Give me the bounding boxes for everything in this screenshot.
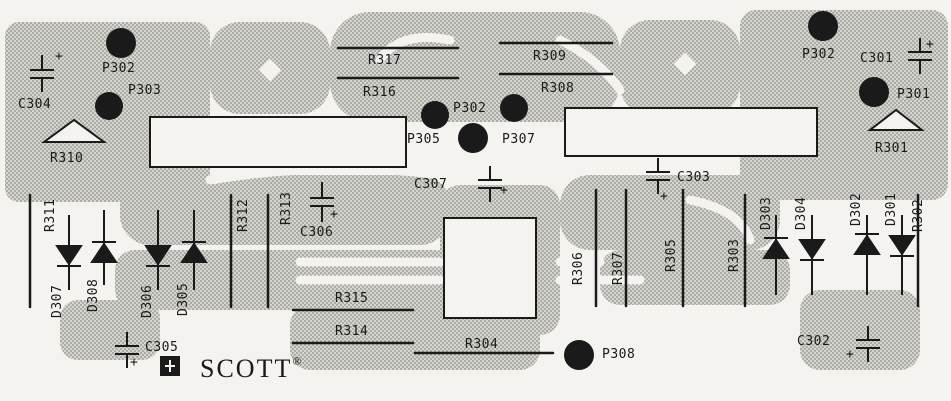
diode-symbols (55, 233, 916, 267)
diode-label-d306: D306 (140, 285, 155, 318)
capacitor-c302 (856, 326, 880, 362)
pad-label-p302-center: P302 (453, 101, 486, 116)
resistor-label-r315: R315 (335, 291, 368, 306)
diode-label-d302: D302 (849, 193, 864, 226)
capacitor-label-c301: C301 (860, 51, 893, 66)
capacitor-label-c302: C302 (797, 334, 830, 349)
resistor-label-r317: R317 (368, 53, 401, 68)
resistor-label-r304: R304 (465, 337, 498, 352)
component-outlines (149, 107, 818, 319)
pad-p307-top (500, 94, 528, 122)
resistor-label-r307: R307 (611, 252, 626, 285)
diode-label-d308: D308 (86, 279, 101, 312)
solder-pads (95, 11, 889, 370)
diode-d304 (798, 239, 826, 260)
trimmer-symbols (40, 108, 925, 143)
trimmer-r310 (40, 118, 108, 143)
resistor-label-r305: R305 (664, 239, 679, 272)
svg-text:+: + (330, 207, 338, 222)
diode-d303 (762, 238, 790, 259)
pad-label-p307: P307 (502, 132, 535, 147)
pad-p302-left (106, 28, 136, 58)
capacitor-c303 (646, 158, 670, 194)
diode-d306 (144, 245, 172, 266)
resistor-label-r302: R302 (911, 199, 926, 232)
polarity-marks: + + + + + + + (55, 37, 934, 370)
resistor-label-r311: R311 (43, 199, 58, 232)
resistor-bars (28, 41, 920, 355)
pad-label-p302-right: P302 (802, 47, 835, 62)
capacitor-c304 (30, 55, 54, 92)
diode-label-d305: D305 (176, 283, 191, 316)
resistor-label-r303: R303 (727, 239, 742, 272)
capacitor-label-c304: C304 (18, 97, 51, 112)
pad-p301 (859, 77, 889, 107)
brand-logo: SCOTT® (160, 354, 303, 383)
diode-d302 (853, 234, 881, 255)
resistor-label-r309: R309 (533, 49, 566, 64)
capacitor-label-c306: C306 (300, 225, 333, 240)
pad-p302-right (808, 11, 838, 41)
resistor-label-r313: R313 (279, 192, 294, 225)
pad-label-p308: P308 (602, 347, 635, 362)
diode-d308 (90, 242, 118, 263)
capacitor-c305 (115, 332, 139, 368)
pad-p305 (458, 123, 488, 153)
svg-text:+: + (660, 189, 668, 204)
diode-label-d301: D301 (884, 193, 899, 226)
capacitor-label-c303: C303 (677, 170, 710, 185)
trimmer-r301 (867, 108, 925, 131)
svg-text:+: + (846, 347, 854, 362)
resistor-label-r314: R314 (335, 324, 368, 339)
vertical-labels: R311 R312 R313 R306 R307 R305 R303 R302 … (43, 192, 926, 318)
svg-text:+: + (55, 49, 63, 64)
pad-p308 (564, 340, 594, 370)
pad-p303 (95, 92, 123, 120)
resistor-label-r308: R308 (541, 81, 574, 96)
brand-name: SCOTT (200, 354, 292, 383)
diode-d305 (180, 242, 208, 263)
diode-label-d303: D303 (759, 197, 774, 230)
svg-text:+: + (500, 183, 508, 198)
pad-label-p302-left: P302 (102, 61, 135, 76)
diode-label-d304: D304 (794, 197, 809, 230)
resistor-label-r306: R306 (571, 252, 586, 285)
brand-mark: ® (292, 354, 303, 368)
pad-p302-center-left (421, 101, 449, 129)
diode-d307 (55, 245, 83, 266)
pad-label-p301: P301 (897, 87, 930, 102)
diode-label-d307: D307 (50, 285, 65, 318)
capacitor-c307 (478, 166, 502, 202)
svg-text:+: + (926, 37, 934, 52)
capacitor-c306 (310, 182, 334, 222)
capacitor-symbols (30, 38, 932, 368)
pad-label-p305: P305 (407, 132, 440, 147)
svg-text:SCOTT®: SCOTT® (200, 354, 303, 383)
horizontal-labels: P302 P303 P302 P305 P307 P302 P301 P308 … (18, 47, 930, 362)
resistor-label-r301: R301 (875, 141, 908, 156)
capacitor-c301 (908, 38, 932, 74)
resistor-label-r312: R312 (236, 199, 251, 232)
capacitor-label-c307: C307 (414, 177, 447, 192)
resistor-label-r310: R310 (50, 151, 83, 166)
svg-text:+: + (130, 355, 138, 370)
diode-d301 (888, 235, 916, 256)
pad-label-p303: P303 (128, 83, 161, 98)
capacitor-label-c305: C305 (145, 340, 178, 355)
resistor-label-r316: R316 (363, 85, 396, 100)
